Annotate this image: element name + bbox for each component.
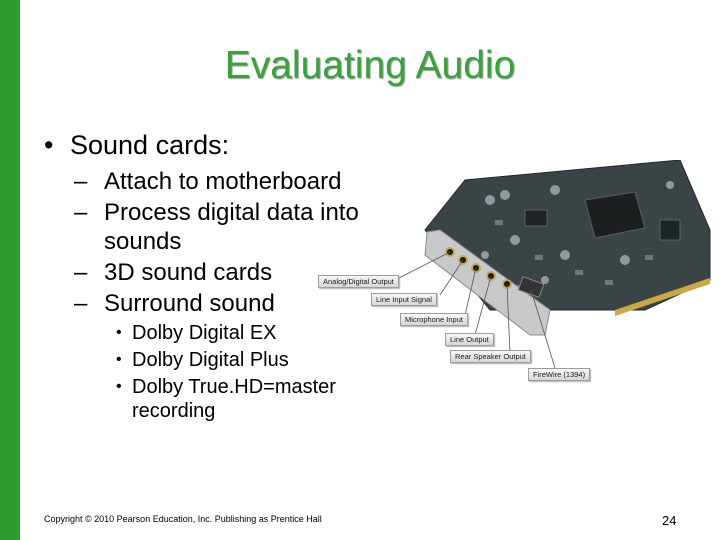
bullet-list: • Sound cards: – Attach to motherboard –… <box>44 130 414 423</box>
sub-bullet-item: – Surround sound <box>74 289 414 318</box>
sub-bullet-text: Surround sound <box>104 290 275 317</box>
sub-bullet-text: Attach to motherboard <box>104 168 342 195</box>
dash-marker: – <box>74 199 88 226</box>
callout-line-output: Line Output <box>445 333 494 346</box>
bullet-dot: • <box>44 130 54 160</box>
sub-sub-bullet-text: Dolby Digital Plus <box>132 349 289 371</box>
copyright-footer: Copyright © 2010 Pearson Education, Inc.… <box>44 514 322 524</box>
sub-bullet-item: – 3D sound cards <box>74 258 414 287</box>
bullet-text: Sound cards: <box>70 130 230 160</box>
sub-sub-bullet-item: • Dolby Digital EX <box>116 321 414 345</box>
sub-bullet-text: Process digital data into sounds <box>104 199 359 255</box>
left-accent-bar <box>0 0 20 540</box>
dash-marker: – <box>74 168 88 195</box>
sub-sub-bullet-text: Dolby Digital EX <box>132 322 277 344</box>
callout-firewire: FireWire (1394) <box>528 368 591 381</box>
bullet-dot: • <box>116 351 122 368</box>
dash-marker: – <box>74 290 88 317</box>
slide-title: Evaluating Audio <box>224 44 516 87</box>
callout-analog-digital-output: Analog/Digital Output <box>318 275 399 288</box>
bullet-item: • Sound cards: <box>44 130 414 161</box>
page-number: 24 <box>662 513 677 528</box>
callout-microphone-input: Microphone Input <box>400 313 468 326</box>
sub-sub-bullet-text: Dolby True.HD=master recording <box>132 376 336 422</box>
sub-bullet-item: – Attach to motherboard <box>74 167 414 196</box>
callout-rear-speaker-output: Rear Speaker Output <box>450 350 531 363</box>
sub-bullet-text: 3D sound cards <box>104 259 273 286</box>
bullet-dot: • <box>116 378 122 395</box>
dash-marker: – <box>74 259 88 286</box>
bullet-dot: • <box>116 324 122 341</box>
callout-line-input-signal: Line Input Signal <box>371 293 437 306</box>
sub-sub-bullet-item: • Dolby True.HD=master recording <box>116 375 414 423</box>
sound-card-figure: Analog/Digital Output Line Input Signal … <box>315 159 715 390</box>
sound-card-illustration <box>394 159 711 369</box>
sub-sub-bullet-item: • Dolby Digital Plus <box>116 348 414 372</box>
sub-bullet-item: – Process digital data into sounds <box>74 198 414 256</box>
